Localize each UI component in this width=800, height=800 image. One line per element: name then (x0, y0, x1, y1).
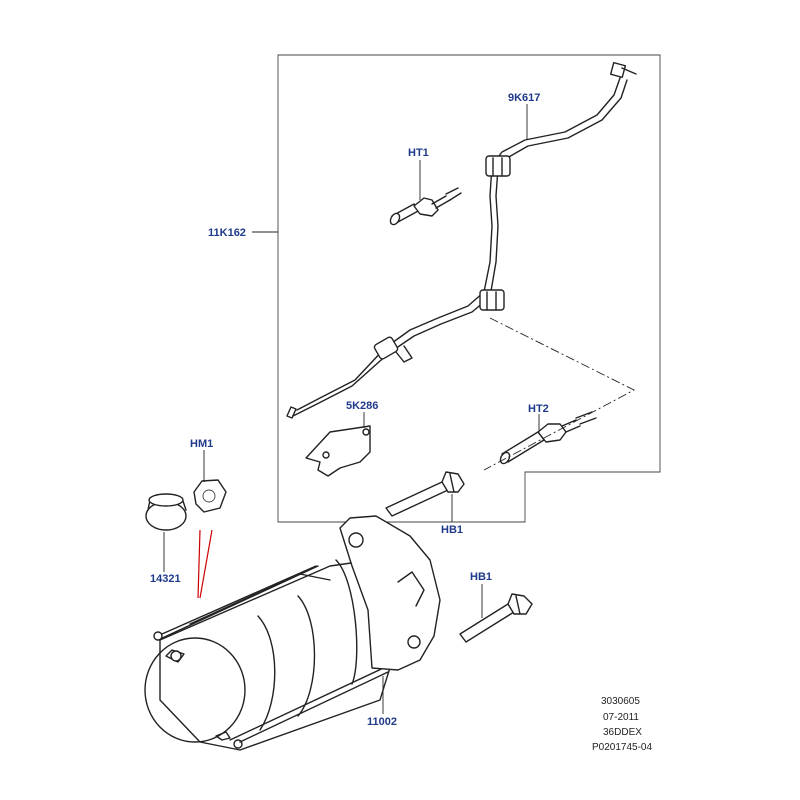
nut-hm1 (193, 479, 227, 513)
glow-plug-harness (286, 61, 637, 419)
ref-code: 3030605 (601, 696, 640, 707)
label-ht2[interactable]: HT2 (528, 403, 549, 415)
kit-bracket-frame (277, 54, 661, 523)
bolt-hb1-lower (459, 593, 533, 643)
highlight-line-a (197, 529, 201, 599)
ref-date: 07-2011 (603, 712, 639, 723)
ref-illustration: P0201745-04 (592, 742, 652, 753)
bolt-hb1-upper (385, 471, 465, 517)
cap-14321 (145, 493, 187, 531)
label-hb1-upper[interactable]: HB1 (441, 524, 463, 536)
label-14321[interactable]: 14321 (150, 573, 181, 585)
label-11k162[interactable]: 11K162 (208, 227, 246, 239)
glow-plug-ht1 (389, 187, 462, 226)
guideline-harness-to-ht2 (483, 317, 635, 471)
label-11002[interactable]: 11002 (367, 716, 397, 728)
label-hm1[interactable]: HM1 (190, 438, 213, 450)
label-9k617[interactable]: 9K617 (508, 92, 540, 104)
label-ht1[interactable]: HT1 (408, 147, 429, 159)
glow-plug-ht2 (499, 411, 597, 465)
highlight-line-b (199, 529, 213, 599)
starter-motor (144, 515, 441, 751)
heat-shield-5k286 (305, 425, 371, 477)
label-hb1-lower[interactable]: HB1 (470, 571, 492, 583)
ref-model: 36DDEX (603, 727, 642, 738)
label-5k286[interactable]: 5K286 (346, 400, 378, 412)
